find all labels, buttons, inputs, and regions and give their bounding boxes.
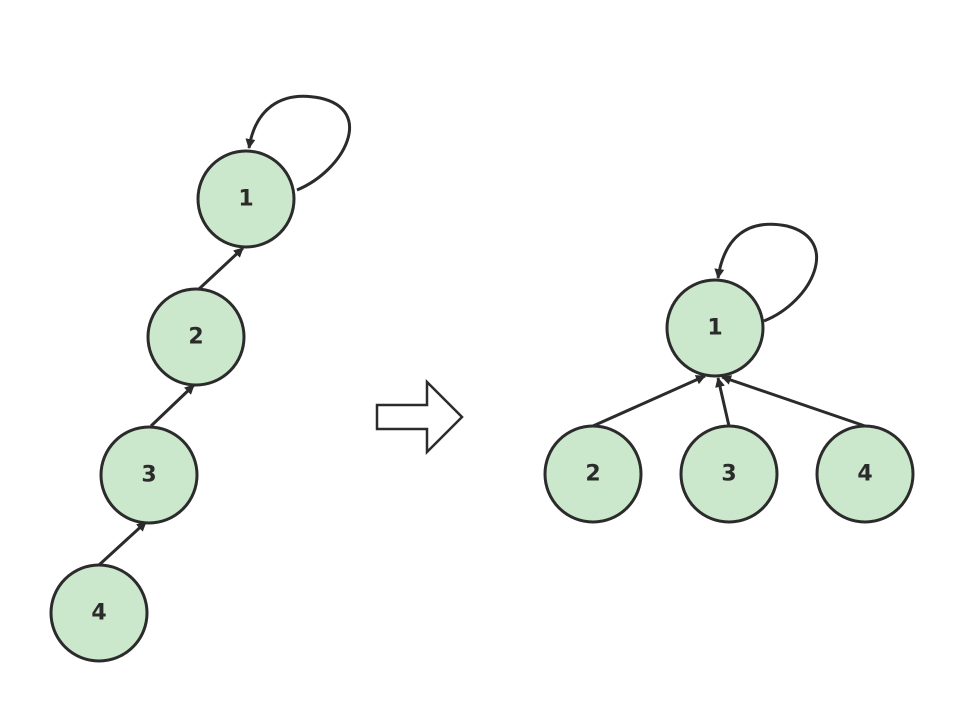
before-node-1: 1 (196, 149, 296, 249)
before-node-4-circle (49, 563, 149, 663)
after-node-3-circle (679, 424, 779, 524)
after-edges (592, 222, 866, 428)
after-node-3: 3 (679, 424, 779, 524)
after-node-1: 1 (665, 278, 765, 378)
before-node-1-label: 1 (238, 187, 253, 212)
after-node-3-label: 3 (721, 462, 736, 487)
after-node-4: 4 (815, 424, 915, 524)
after-graph: 1 2 3 4 (543, 222, 915, 524)
before-node-1-circle (196, 149, 296, 249)
before-edge-4-to-3 (97, 520, 148, 567)
before-node-3-label: 3 (141, 463, 156, 488)
before-node-3: 3 (99, 425, 199, 525)
after-node-2-circle (543, 424, 643, 524)
before-node-4-label: 4 (91, 601, 106, 626)
after-edge-4-to-1 (721, 375, 866, 428)
before-node-2-circle (146, 287, 246, 387)
before-edges (97, 94, 351, 567)
before-graph: 1 2 3 4 (49, 94, 351, 663)
after-edge-self-loop-1 (714, 222, 818, 323)
before-edge-2-to-1 (197, 246, 245, 291)
after-node-4-circle (815, 424, 915, 524)
after-node-2-label: 2 (585, 462, 600, 487)
after-node-1-label: 1 (707, 316, 722, 341)
before-edge-self-loop-1 (245, 94, 351, 192)
before-edge-3-to-2 (149, 383, 196, 428)
after-edge-2-to-1 (592, 374, 706, 428)
before-node-2: 2 (146, 287, 246, 387)
after-node-1-circle (665, 278, 765, 378)
before-node-3-circle (99, 425, 199, 525)
before-node-4: 4 (49, 563, 149, 663)
after-edge-3-to-1 (715, 377, 731, 427)
after-node-4-label: 4 (857, 462, 872, 487)
hollow-right-arrow-icon (375, 378, 464, 456)
after-node-2: 2 (543, 424, 643, 524)
before-node-2-label: 2 (188, 325, 203, 350)
